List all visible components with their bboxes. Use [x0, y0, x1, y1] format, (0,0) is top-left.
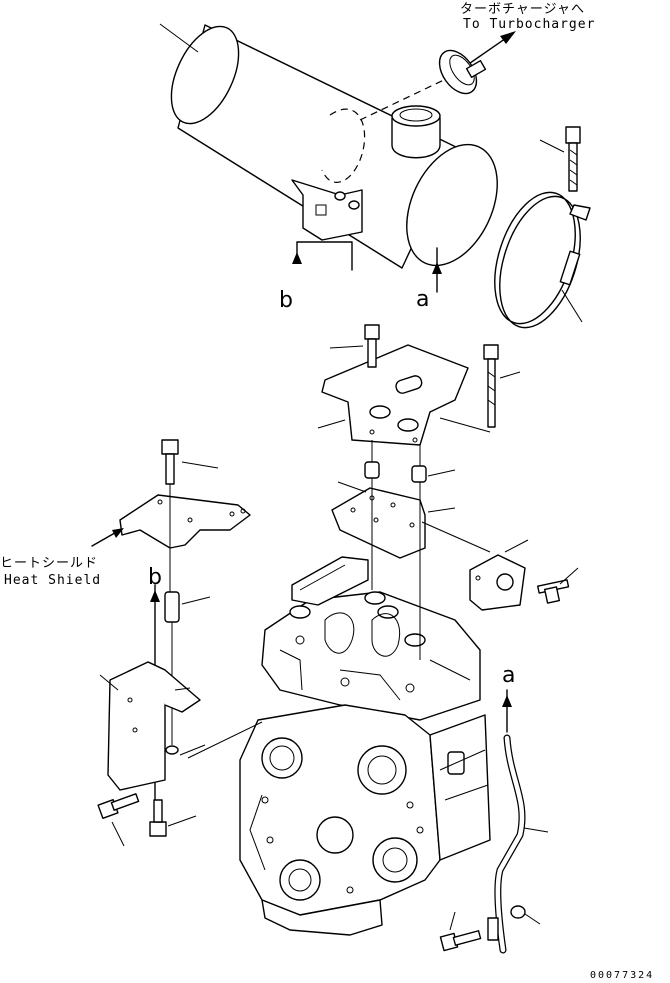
mark-b-label: b	[279, 288, 293, 313]
turbo-label-jp: ターボチャージャへ	[460, 2, 585, 17]
heat-shield-label-en: Heat Shield	[4, 573, 101, 588]
upper-bracket	[317, 344, 469, 446]
drawing-number: 00077324	[590, 970, 654, 981]
mark-a-top: a	[416, 247, 442, 312]
bolt-lower-center	[149, 799, 197, 837]
strap-bolt	[539, 126, 591, 221]
bolt-upper-right	[439, 344, 521, 433]
pipe-clamp	[438, 49, 487, 95]
bolt-heatshield	[161, 439, 219, 592]
bracket-base	[331, 481, 491, 559]
bolt-lower-left	[97, 793, 140, 847]
engine-block	[174, 556, 491, 936]
spacers	[364, 440, 456, 483]
mark-b-top: b	[279, 241, 353, 313]
bolt-tube	[439, 911, 482, 952]
strap-band	[494, 191, 583, 329]
side-bracket	[469, 539, 579, 611]
turbo-label-en: To Turbocharger	[463, 17, 595, 32]
mark-a-label: a	[416, 287, 429, 312]
bolt-upper-left	[329, 324, 380, 368]
heat-shield-bracket	[91, 494, 251, 549]
mark-a-right: a	[502, 663, 515, 733]
mark-a-label-right: a	[502, 663, 515, 688]
lower-spacer	[164, 591, 211, 745]
guide-tube	[487, 734, 549, 954]
mark-b-label-left: b	[148, 565, 162, 590]
muffler	[170, 24, 498, 269]
engine-mount-plate	[99, 661, 206, 791]
heat-shield-label-jp: ヒートシールド	[0, 556, 98, 571]
